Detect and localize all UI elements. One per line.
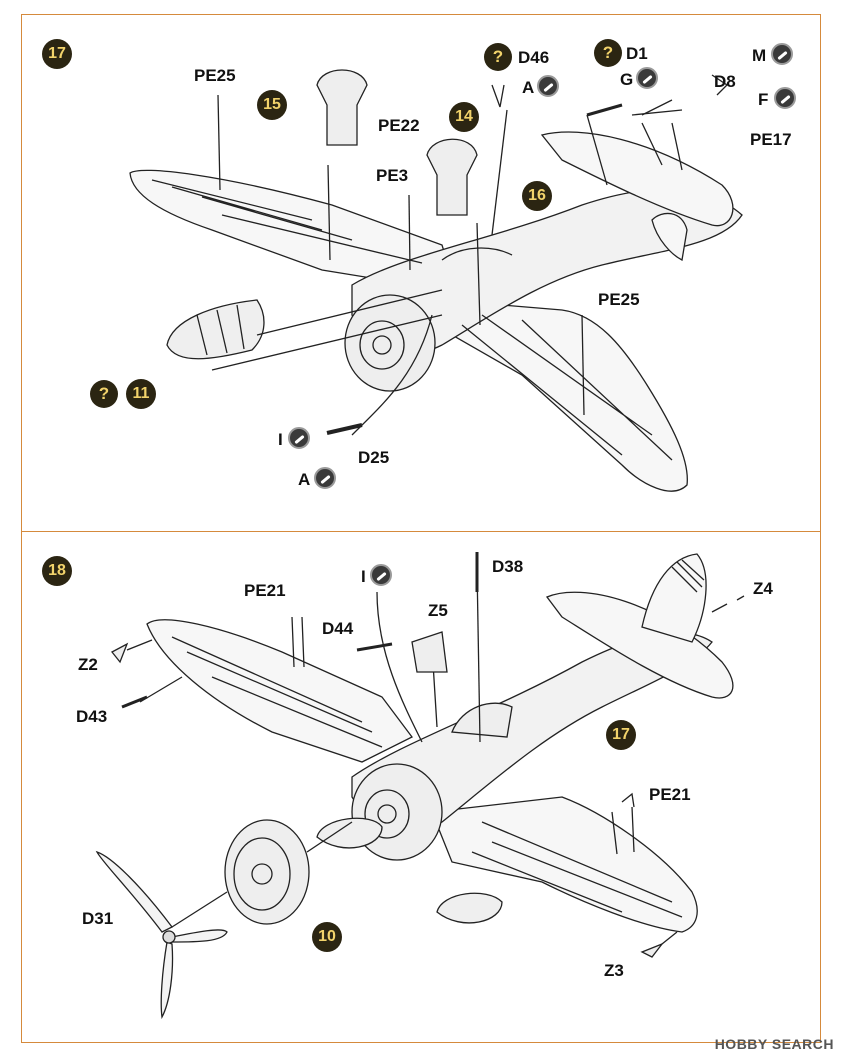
subassembly-ref-10: 10 (312, 922, 342, 952)
question-mark-badge: ? (484, 43, 512, 71)
label-z4: Z4 (753, 579, 773, 598)
label-pe21-left: PE21 (244, 581, 286, 600)
label-z3: Z3 (604, 961, 624, 980)
paint-swatch-a (537, 75, 559, 97)
label-d38: D38 (492, 557, 524, 576)
label-pe3: PE3 (376, 166, 409, 185)
label-pe25-left: PE25 (194, 66, 236, 85)
label-d44: D44 (322, 619, 354, 638)
label-i: I (361, 567, 366, 586)
watermark: HOBBY SEARCH (714, 1036, 834, 1052)
label-a-bottom: A (298, 470, 311, 489)
label-z2: Z2 (78, 655, 98, 674)
label-d1: D1 (626, 44, 648, 63)
label-m: M (752, 46, 767, 65)
label-pe25-right: PE25 (598, 290, 640, 309)
paint-swatch-a-2 (314, 467, 336, 489)
step-17-number: 17 (42, 39, 72, 69)
step-18-number: 18 (42, 556, 72, 586)
label-d8: D8 (714, 72, 736, 91)
label-d31: D31 (82, 909, 114, 928)
label-a-top: A (522, 78, 535, 97)
label-pe22: PE22 (378, 116, 420, 135)
paint-swatch-g (636, 67, 658, 89)
paint-swatch-i (288, 427, 310, 449)
paint-swatch-i (370, 564, 392, 586)
label-pe21-right: PE21 (649, 785, 691, 804)
subassembly-ref-17: 17 (606, 720, 636, 750)
label-z5: Z5 (428, 601, 448, 620)
question-mark-badge: ? (90, 380, 118, 408)
label-f: F (758, 90, 769, 109)
subassembly-ref-11: 11 (126, 379, 156, 409)
step-18-panel: 18 17 10 PE21 I D38 D44 Z5 Z4 Z2 D43 PE2… (21, 531, 821, 1043)
step-17-drawing (129, 69, 743, 492)
paint-swatch-m (771, 43, 793, 65)
label-d25: D25 (358, 448, 390, 467)
label-d43: D43 (76, 707, 108, 726)
question-mark-badge: ? (594, 39, 622, 67)
subassembly-ref-14: 14 (449, 102, 479, 132)
label-pe17: PE17 (750, 130, 792, 149)
step-17-panel: 17 15 14 16 ? 11 PE25 PE22 PE3 ? D46 A ?… (21, 14, 821, 532)
label-d46: D46 (518, 48, 550, 67)
subassembly-ref-15: 15 (257, 90, 287, 120)
label-g: G (620, 70, 634, 89)
label-i: I (278, 430, 283, 449)
subassembly-ref-16: 16 (522, 181, 552, 211)
step-18-drawing (95, 552, 745, 1020)
paint-swatch-f (774, 87, 796, 109)
